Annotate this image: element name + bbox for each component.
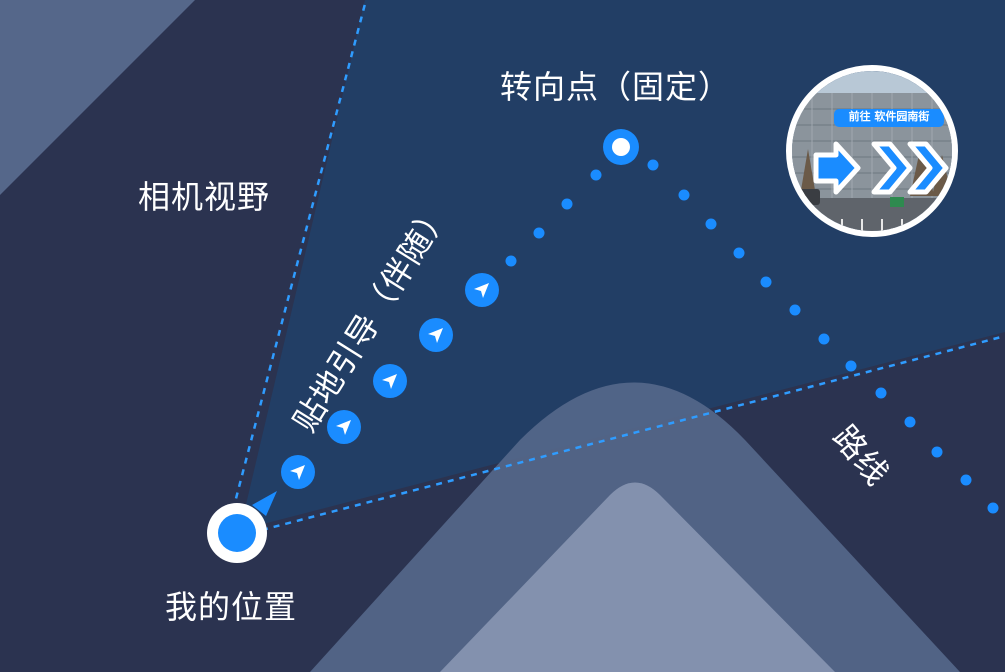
heading-indicator <box>252 491 277 516</box>
camera-view-label: 相机视野 <box>138 178 271 216</box>
inset-sign-text: 前往 软件园南街 <box>848 110 930 123</box>
ground-guidance-arrows <box>281 273 499 489</box>
route-dot <box>678 189 690 201</box>
guidance-arrow-icon <box>419 318 453 352</box>
mountain-front <box>440 482 835 672</box>
my-position-label: 我的位置 <box>165 588 298 626</box>
guidance-dot <box>561 198 573 210</box>
guidance-arrow-icon <box>373 364 407 398</box>
guidance-dot <box>533 227 545 239</box>
route-dot <box>931 446 943 458</box>
direction-arrow-icon <box>813 141 949 195</box>
route-dot <box>789 304 801 316</box>
corner-shape <box>0 0 195 195</box>
route-dot <box>733 247 745 259</box>
turn-point-marker <box>603 129 639 165</box>
guidance-arrow-icon <box>281 455 315 489</box>
route-line <box>647 159 999 514</box>
guidance-dot <box>590 169 602 181</box>
camera-view-edge-left <box>231 0 368 511</box>
guidance-arrow-icon <box>327 410 361 444</box>
route-dot <box>647 159 659 171</box>
route-dot <box>904 416 916 428</box>
camera-preview-image <box>792 71 952 231</box>
turn-point-label: 转向点（固定） <box>500 68 732 106</box>
route-dot <box>818 333 830 345</box>
route-dot <box>705 218 717 230</box>
route-dot <box>960 474 972 486</box>
guidance-arrow-icon <box>465 273 499 307</box>
camera-preview-inset: 前往 软件园南街 <box>786 65 958 237</box>
guidance-dot <box>505 255 517 267</box>
route-dot <box>845 360 857 372</box>
guidance-dots <box>505 169 602 267</box>
camera-view-edge-right <box>261 334 1005 532</box>
my-position-marker <box>207 491 277 563</box>
route-dot <box>987 502 999 514</box>
route-dot <box>875 387 887 399</box>
route-dot <box>760 276 772 288</box>
